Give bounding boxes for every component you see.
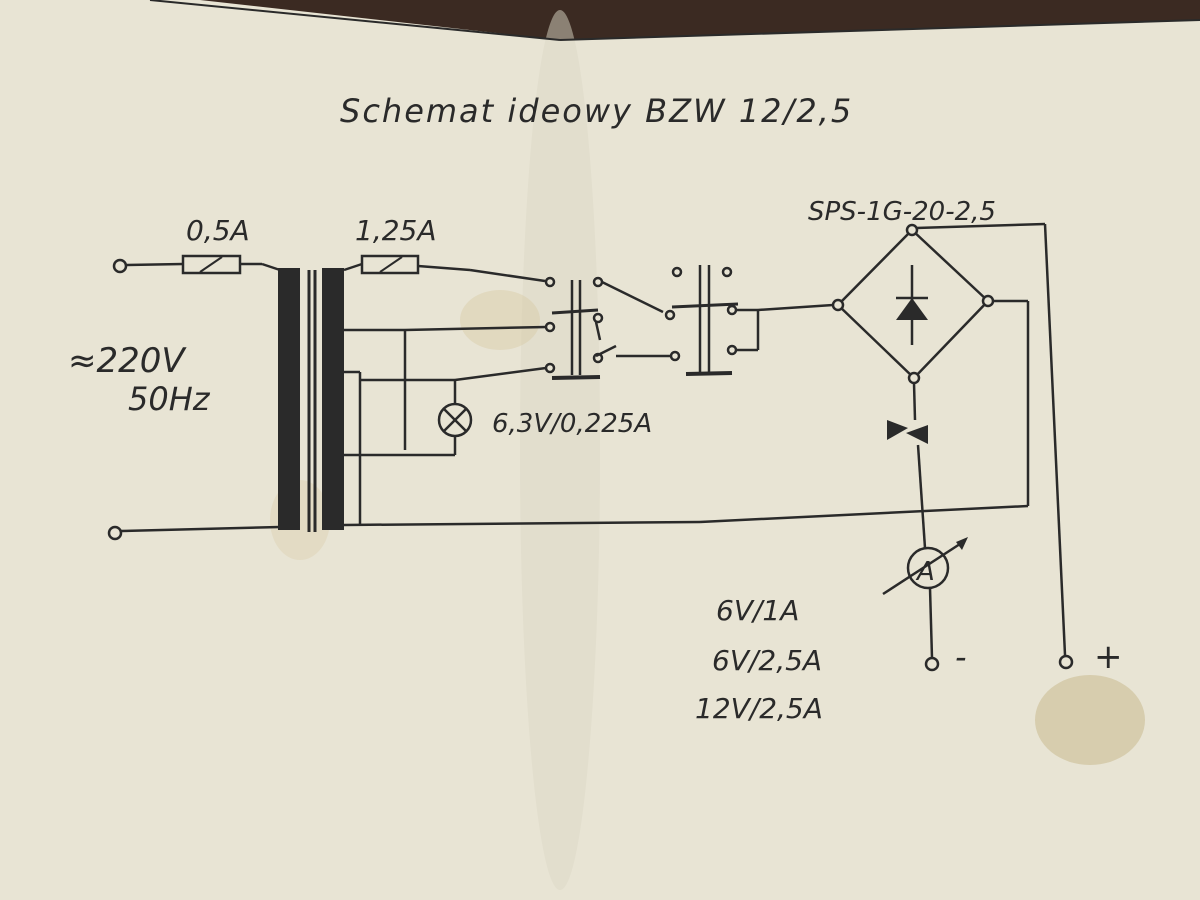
- wire: [343, 262, 363, 272]
- ammeter-symbol: A: [915, 557, 935, 587]
- wire: [601, 280, 664, 314]
- fuse-secondary-label: 1,25A: [355, 214, 437, 247]
- wire: [261, 262, 281, 272]
- wire: [343, 520, 701, 527]
- fuse-primary: [181, 254, 242, 275]
- stain: [1035, 675, 1145, 765]
- range-switch-1: [544, 276, 617, 380]
- mains-voltage-label: ≈220V: [68, 341, 187, 381]
- output-rating: 6V/1A: [716, 594, 799, 627]
- paper-top-edge: [559, 19, 1200, 41]
- positive-terminal-label: +: [1094, 637, 1123, 677]
- wire: [125, 262, 184, 267]
- thermal-breaker: [887, 420, 928, 444]
- fuse-primary-label: 0,5A: [186, 214, 250, 247]
- positive-output-terminal[interactable]: [1058, 654, 1074, 670]
- wire: [928, 587, 934, 659]
- stain: [460, 290, 540, 350]
- mains-terminal-top: [112, 258, 128, 274]
- wire: [1043, 223, 1067, 656]
- mains-frequency-label: 50Hz: [128, 380, 211, 418]
- wire: [699, 504, 1029, 524]
- wire: [915, 222, 1046, 230]
- transformer-secondary-winding: [322, 268, 344, 530]
- mains-terminal-bottom: [107, 525, 123, 541]
- wire: [120, 525, 281, 533]
- transformer-primary-winding: [278, 268, 300, 530]
- wire: [916, 444, 927, 549]
- indicator-lamp: [437, 402, 473, 438]
- wire: [912, 382, 917, 421]
- ammeter: [882, 537, 968, 596]
- rectifier-label: SPS-1G-20-2,5: [808, 197, 996, 227]
- negative-terminal-label: -: [955, 638, 967, 676]
- circuit-wiring: A: [107, 222, 1074, 672]
- paper-top-edge: [149, 0, 561, 41]
- bridge-rectifier: [831, 223, 995, 385]
- wire: [404, 325, 547, 332]
- output-rating: 6V/2,5A: [712, 644, 822, 677]
- diagram-title: Schemat ideowy BZW 12/2,5: [340, 92, 853, 130]
- fuse-secondary: [360, 254, 420, 275]
- negative-output-terminal[interactable]: [924, 656, 940, 672]
- paper-fold-shadow: [520, 10, 600, 890]
- wire: [454, 366, 547, 382]
- wire: [757, 303, 834, 312]
- wire: [469, 268, 546, 283]
- range-switch-2: [664, 265, 739, 376]
- output-rating: 12V/2,5A: [695, 692, 823, 725]
- lamp-label: 6,3V/0,225A: [492, 409, 652, 439]
- wire: [417, 264, 471, 272]
